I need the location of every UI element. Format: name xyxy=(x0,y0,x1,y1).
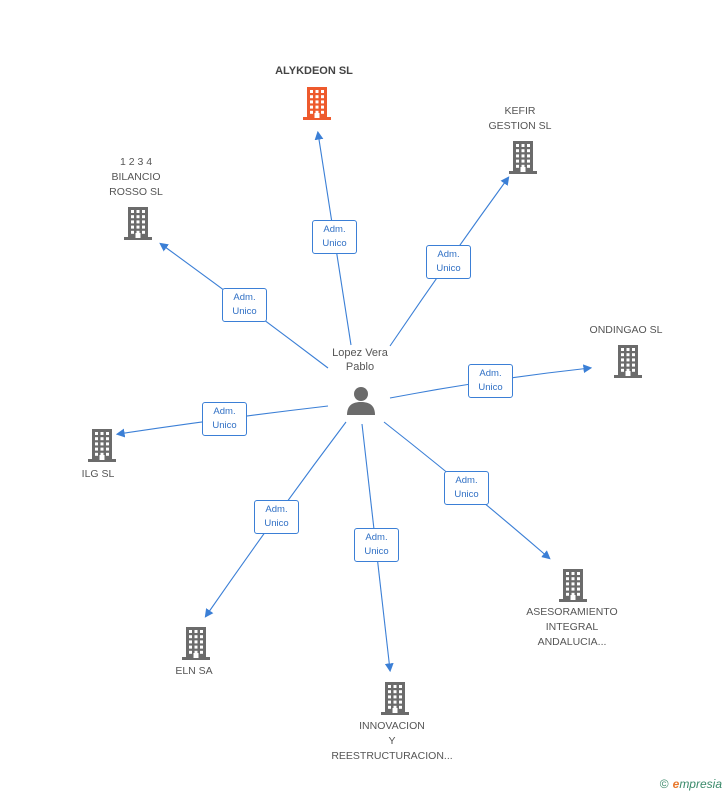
copyright-icon: © xyxy=(659,777,669,791)
building-icon[interactable] xyxy=(123,206,153,245)
company-label-kefir[interactable]: KEFIR GESTION SL xyxy=(488,105,552,132)
company-label-innovacion[interactable]: INNOVACION Y REESTRUCTURACION... xyxy=(331,720,453,762)
brand-first-letter: e xyxy=(672,777,680,791)
building-icon[interactable] xyxy=(302,86,332,125)
empresia-logo[interactable]: ©empresia xyxy=(660,777,722,791)
role-badge-alykdeon[interactable]: Adm. Unico xyxy=(312,220,357,254)
company-label-eln[interactable]: ELN SA xyxy=(175,665,213,677)
person-name[interactable]: Lopez Vera Pablo xyxy=(332,347,388,373)
role-badge-eln[interactable]: Adm. Unico xyxy=(254,500,299,534)
role-badge-asesoramiento[interactable]: Adm. Unico xyxy=(444,471,489,505)
company-label-asesoramiento[interactable]: ASESORAMIENTO INTEGRAL ANDALUCIA... xyxy=(526,606,618,648)
company-label-alykdeon[interactable]: ALYKDEON SL xyxy=(275,65,353,77)
role-badge-innovacion[interactable]: Adm. Unico xyxy=(354,528,399,562)
building-icon[interactable] xyxy=(181,626,211,665)
building-icon[interactable] xyxy=(558,568,588,607)
role-badge-ilg[interactable]: Adm. Unico xyxy=(202,402,247,436)
building-icon[interactable] xyxy=(380,681,410,720)
role-badge-ondingao[interactable]: Adm. Unico xyxy=(468,364,513,398)
company-label-ilg[interactable]: ILG SL xyxy=(81,468,115,480)
company-label-bilancio[interactable]: 1 2 3 4 BILANCIO ROSSO SL xyxy=(109,156,163,198)
building-icon[interactable] xyxy=(87,428,117,467)
building-icon[interactable] xyxy=(613,344,643,383)
role-badge-bilancio[interactable]: Adm. Unico xyxy=(222,288,267,322)
brand-rest: mpresia xyxy=(679,777,722,791)
company-label-ondingao[interactable]: ONDINGAO SL xyxy=(589,324,663,336)
building-icon[interactable] xyxy=(508,140,538,179)
person-icon[interactable] xyxy=(345,386,377,421)
role-badge-kefir[interactable]: Adm. Unico xyxy=(426,245,471,279)
